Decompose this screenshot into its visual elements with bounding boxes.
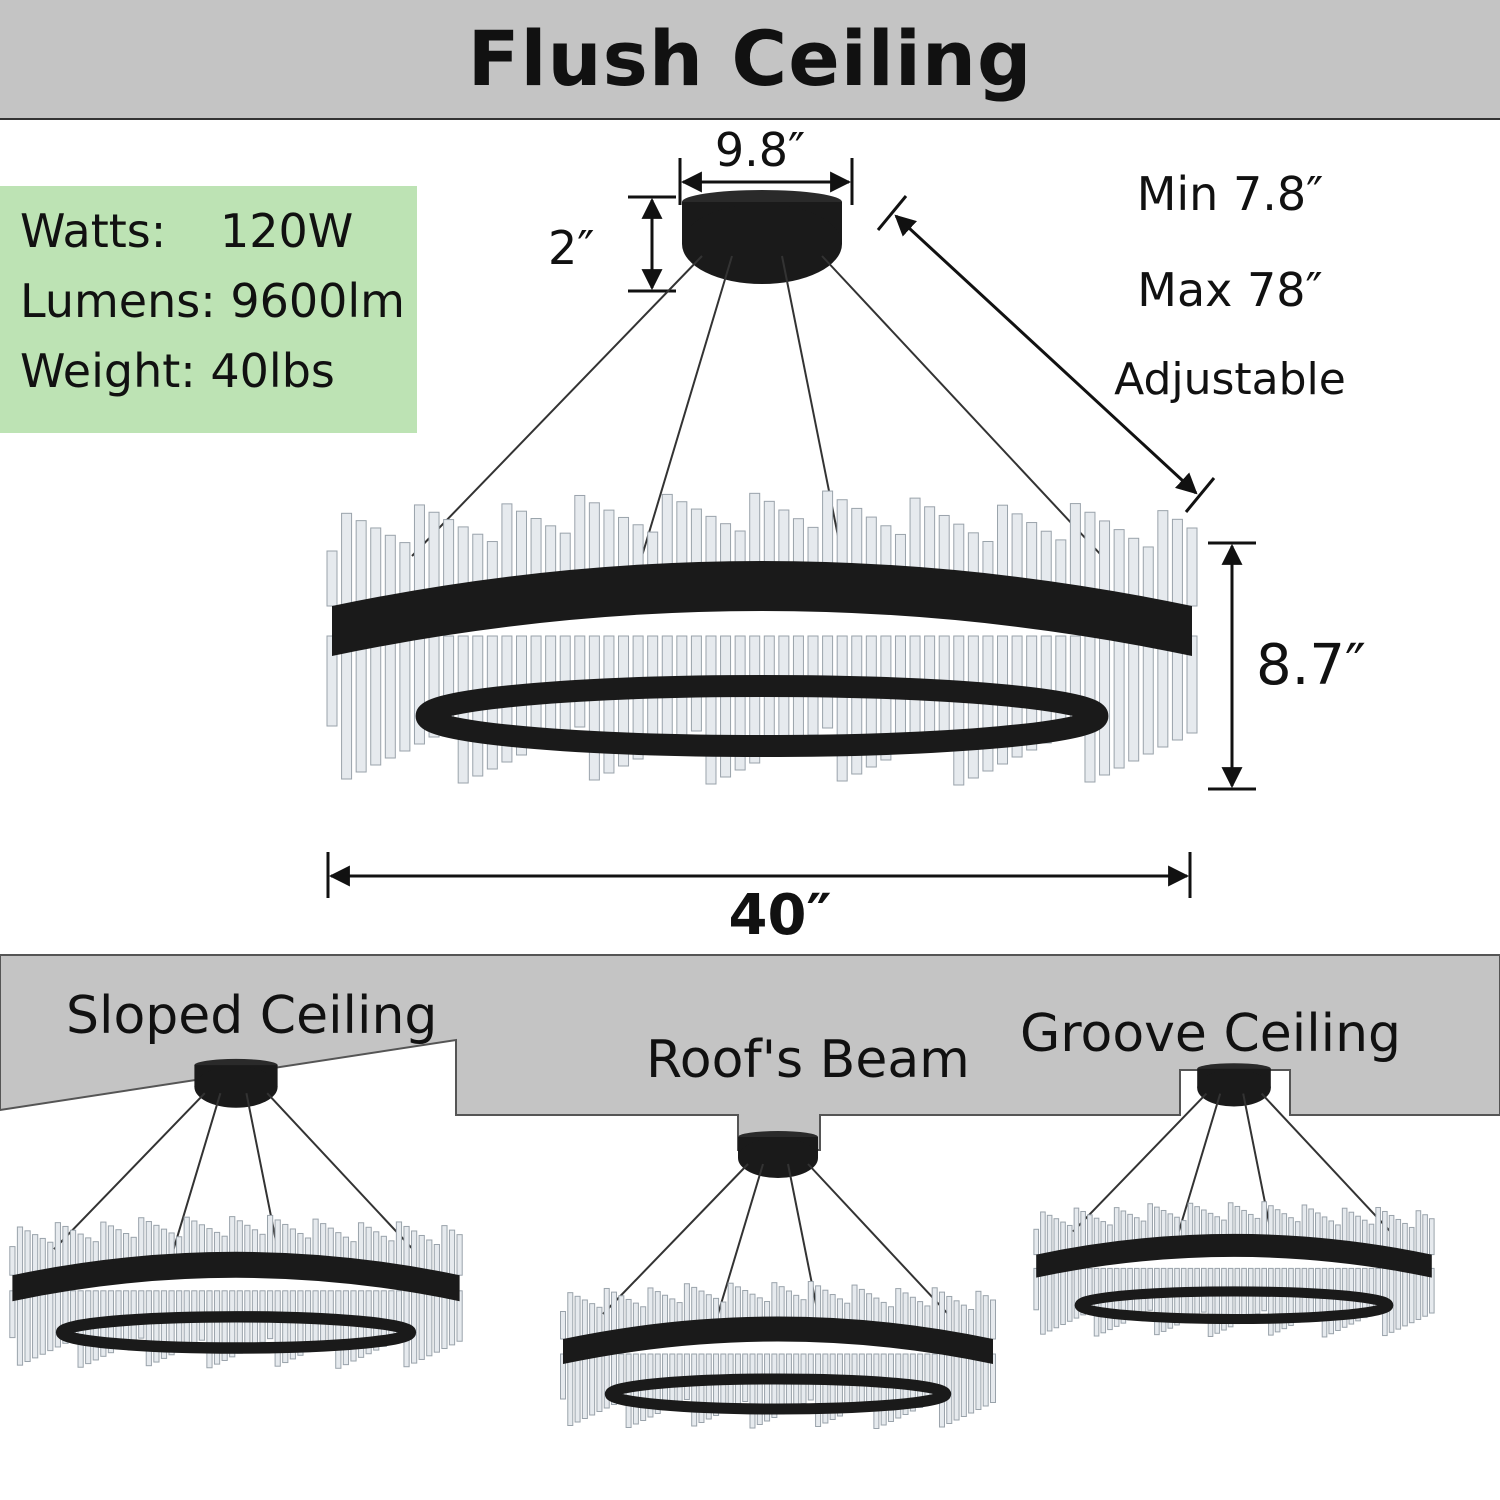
spec-box: Watts: 120W Lumens: 9600lm Weight: 40lbs (0, 186, 417, 433)
hang-min-label: Min 7.8″ (1136, 167, 1324, 221)
spec-watts-value: 120W (220, 204, 354, 258)
spec-weight-label: Weight: (20, 344, 196, 398)
canopy-height-label: 2″ (548, 221, 595, 275)
spec-watts-label: Watts: (20, 204, 167, 258)
canopy-width-label: 9.8″ (714, 123, 806, 177)
install-label-beam: Roof's Beam (646, 1030, 970, 1090)
chandelier-illustration (326, 190, 1198, 786)
dimension-arrow (326, 158, 1256, 898)
page-title: Flush Ceiling (467, 14, 1033, 103)
spec-lumens: Lumens: 9600lm (20, 266, 417, 336)
ring-height-label: 8.7″ (1256, 633, 1366, 698)
chandelier-illustration (9, 1058, 463, 1369)
spec-watts: Watts: 120W (20, 196, 417, 266)
hang-note-label: Adjustable (1114, 354, 1346, 405)
hang-max-label: Max 78″ (1137, 263, 1323, 317)
install-label-groove: Groove Ceiling (1020, 1004, 1402, 1064)
spec-weight-value: 40lbs (210, 344, 335, 398)
chandelier-illustration (1033, 1063, 1435, 1338)
header-band (0, 0, 1500, 120)
ring-diameter-label: 40″ (728, 883, 832, 948)
install-label-sloped: Sloped Ceiling (66, 986, 438, 1046)
chandelier-illustration (560, 1131, 996, 1429)
spec-lumens-label: Lumens: (20, 274, 216, 328)
spec-lumens-value: 9600lm (230, 274, 405, 328)
spec-weight: Weight: 40lbs (20, 336, 417, 406)
ceiling-profile (0, 954, 1500, 1151)
